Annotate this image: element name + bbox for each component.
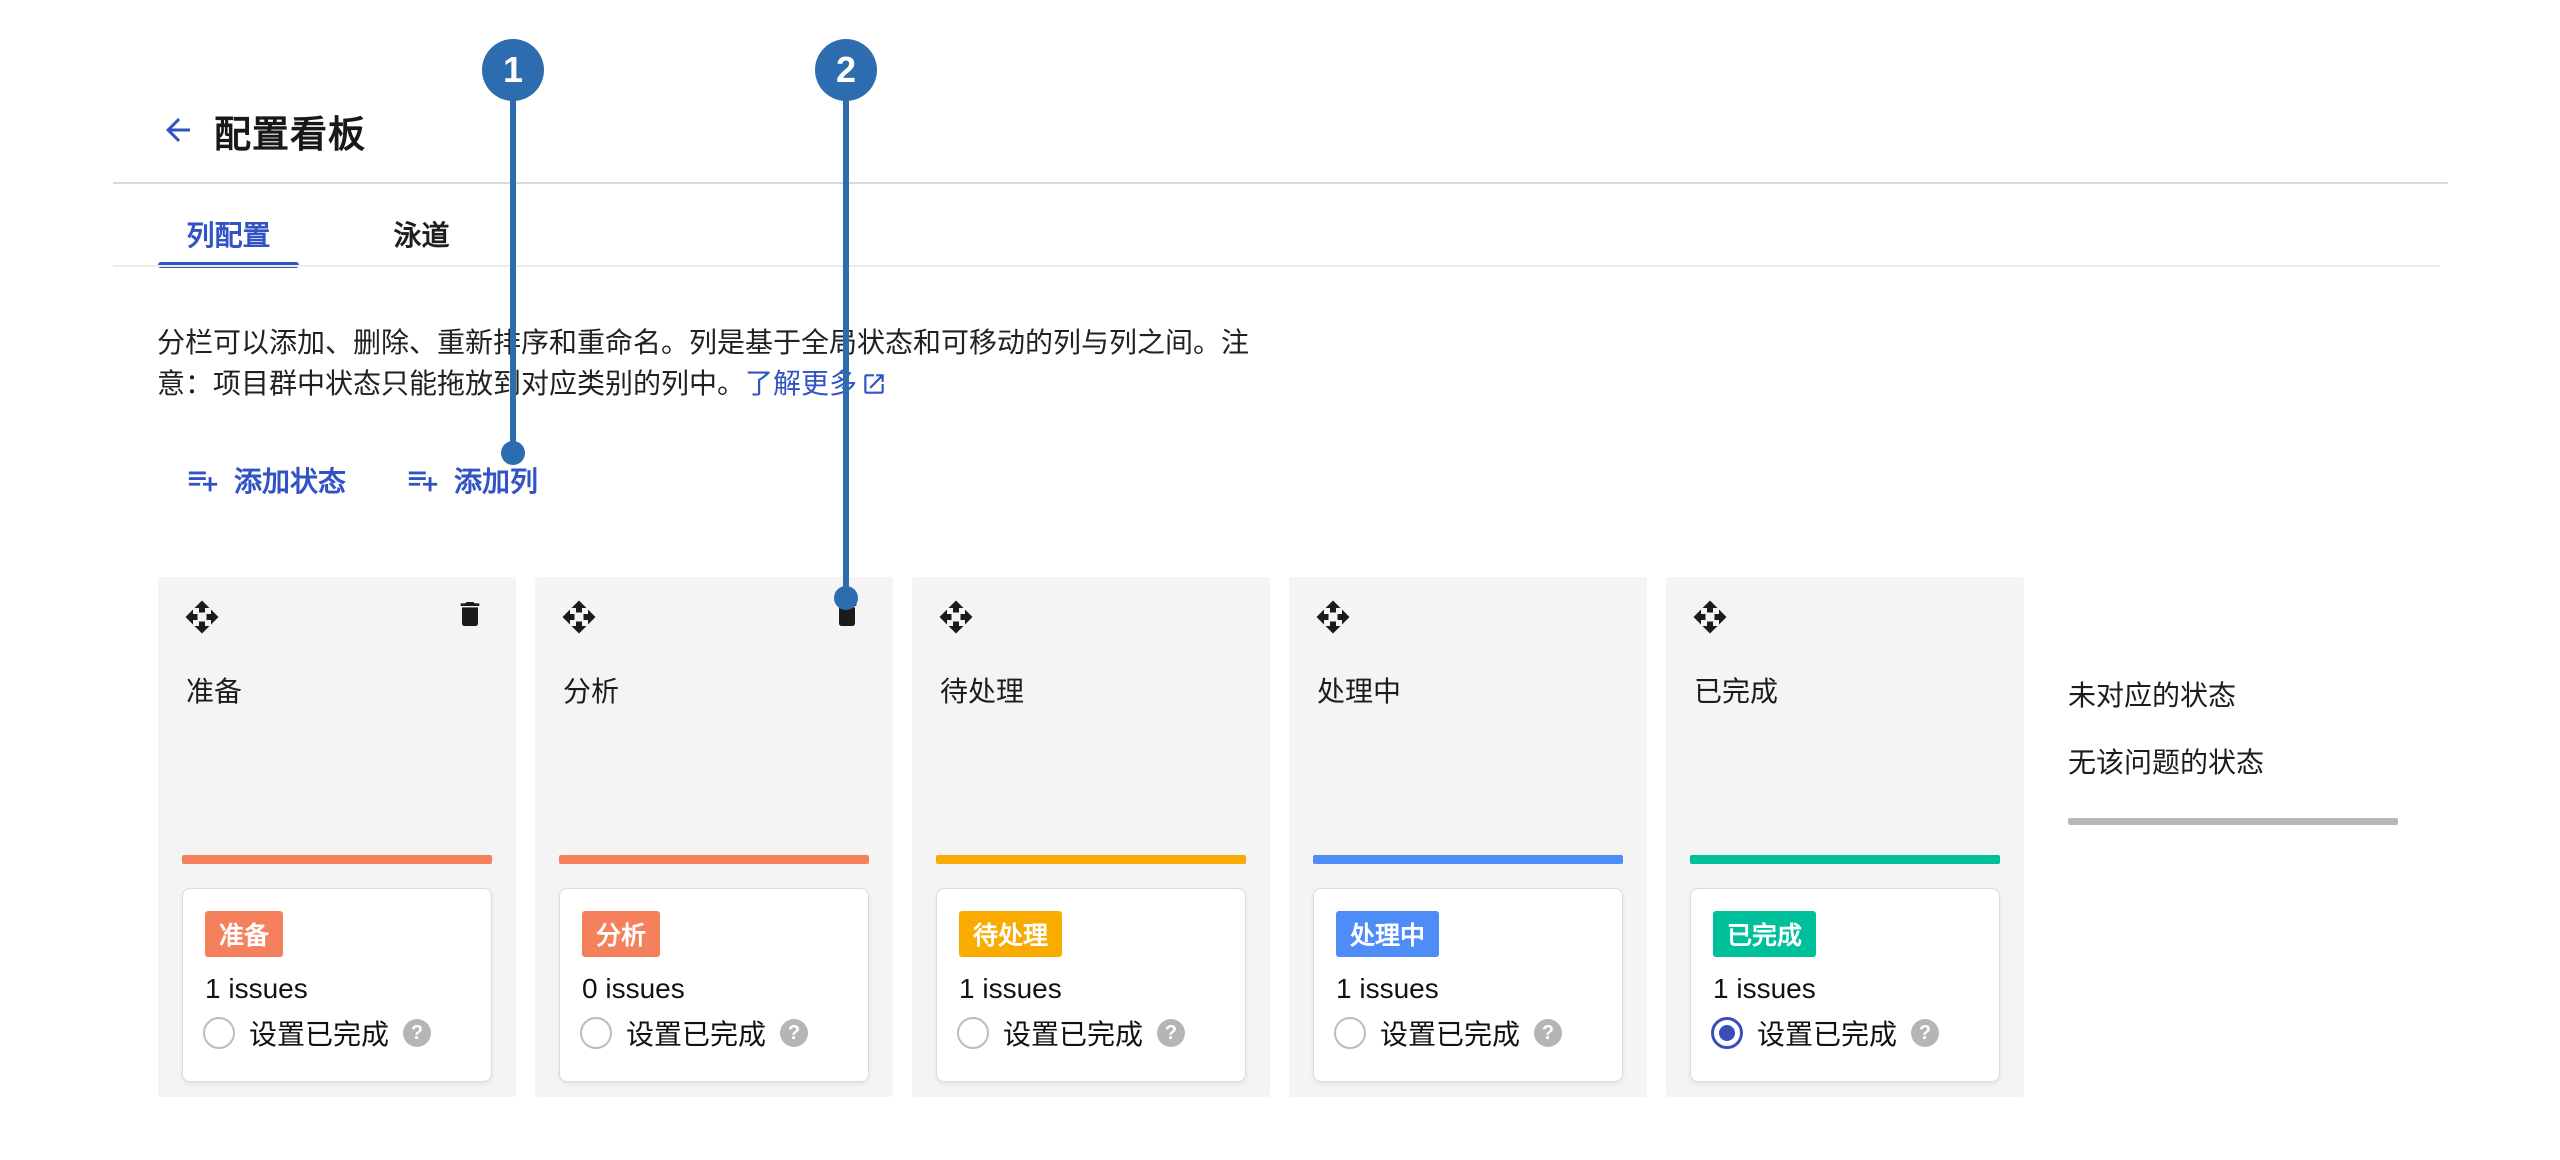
tab-column-config[interactable]: 列配置 — [158, 202, 299, 268]
column-color-bar — [1313, 855, 1623, 864]
set-done-label: 设置已完成 — [626, 1019, 767, 1050]
learn-more-label: 了解更多 — [745, 368, 858, 399]
help-icon[interactable]: ? — [403, 1019, 432, 1047]
callout-1-dot — [501, 441, 525, 465]
add-column-label: 添加列 — [454, 466, 539, 497]
set-done-radio[interactable] — [203, 1017, 235, 1049]
add-status-button[interactable]: 添加状态 — [186, 460, 346, 500]
board-actions: 添加状态 添加列 — [186, 460, 538, 500]
board-column-card-3: 待处理 待处理 1 issues 设置已完成 ? — [912, 577, 1270, 1097]
callout-1-marker: 1 — [482, 39, 544, 101]
board-column-card-2: 分析 分析 0 issues 设置已完成 ? — [535, 577, 893, 1097]
set-done-row: 设置已完成 ? — [1711, 1013, 1940, 1053]
help-icon[interactable]: ? — [1157, 1019, 1186, 1047]
tab-swimlane-label: 泳道 — [393, 220, 450, 251]
open-in-new-icon — [864, 373, 884, 394]
column-title: 待处理 — [940, 676, 1025, 707]
set-done-radio[interactable] — [957, 1017, 989, 1049]
learn-more-link[interactable]: 了解更多 — [745, 363, 887, 404]
callout-2-marker: 2 — [815, 39, 877, 101]
page-title: 配置看板 — [214, 114, 366, 155]
set-done-row: 设置已完成 ? — [957, 1013, 1186, 1053]
callout-2-dot — [834, 586, 858, 610]
move-column-icon[interactable] — [561, 599, 597, 635]
issues-count: 1 issues — [1336, 973, 1439, 1004]
set-done-radio[interactable] — [580, 1017, 612, 1049]
set-done-row: 设置已完成 ? — [203, 1013, 432, 1053]
column-color-bar — [1690, 855, 2000, 864]
playlist-add-icon — [188, 471, 218, 492]
status-chip: 处理中 — [1336, 911, 1440, 957]
header-divider — [113, 182, 2448, 184]
add-column-button[interactable]: 添加列 — [406, 460, 538, 500]
set-done-radio[interactable] — [1711, 1017, 1743, 1049]
playlist-add-icon — [408, 471, 438, 492]
issues-count: 1 issues — [959, 973, 1062, 1004]
move-column-icon[interactable] — [1315, 599, 1351, 635]
help-icon[interactable]: ? — [1911, 1019, 1940, 1047]
move-column-icon[interactable] — [184, 599, 220, 635]
issues-count: 0 issues — [582, 973, 685, 1004]
arrow-left-icon — [166, 118, 190, 142]
status-card: 分析 0 issues 设置已完成 ? — [559, 888, 869, 1082]
board-columns: 准备 准备 1 issues 设置已完成 ? 分析 分析 0 issues 设置… — [158, 577, 2024, 1097]
column-color-bar — [559, 855, 869, 864]
board-column-card-4: 处理中 处理中 1 issues 设置已完成 ? — [1289, 577, 1647, 1097]
status-chip: 已完成 — [1713, 911, 1817, 957]
description-text: 分栏可以添加、删除、重新排序和重命名。列是基于全局状态和可移动的列与列之间。注 … — [157, 322, 1257, 404]
status-card: 准备 1 issues 设置已完成 ? — [182, 888, 492, 1082]
callout-1-line — [510, 100, 516, 446]
board-column-card-5: 已完成 已完成 1 issues 设置已完成 ? — [1666, 577, 2024, 1097]
column-color-bar — [182, 855, 492, 864]
back-button[interactable] — [156, 108, 200, 152]
issues-count: 1 issues — [1713, 973, 1816, 1004]
set-done-row: 设置已完成 ? — [580, 1013, 809, 1053]
issues-count: 1 issues — [205, 973, 308, 1004]
callout-2-line — [843, 100, 849, 592]
description-line2: 意：项目群中状态只能拖放到对应类别的列中。 — [157, 368, 746, 399]
unmapped-statuses-bar — [2068, 818, 2398, 825]
delete-column-icon[interactable] — [454, 598, 486, 630]
help-icon[interactable]: ? — [1534, 1019, 1563, 1047]
status-chip: 待处理 — [959, 911, 1063, 957]
tabs-divider — [113, 265, 2440, 267]
column-title: 分析 — [563, 676, 620, 707]
move-column-icon[interactable] — [1692, 599, 1728, 635]
set-done-label: 设置已完成 — [1380, 1019, 1521, 1050]
status-card: 处理中 1 issues 设置已完成 ? — [1313, 888, 1623, 1082]
tab-column-config-label: 列配置 — [186, 220, 271, 251]
set-done-label: 设置已完成 — [1003, 1019, 1144, 1050]
set-done-label: 设置已完成 — [1757, 1019, 1898, 1050]
unmapped-statuses-title: 未对应的状态 — [2068, 680, 2237, 711]
column-title: 准备 — [186, 676, 243, 707]
description-line1: 分栏可以添加、删除、重新排序和重命名。列是基于全局状态和可移动的列与列之间。注 — [157, 327, 1250, 358]
add-status-label: 添加状态 — [234, 466, 347, 497]
set-done-label: 设置已完成 — [249, 1019, 390, 1050]
move-column-icon[interactable] — [938, 599, 974, 635]
set-done-radio[interactable] — [1334, 1017, 1366, 1049]
unmapped-statuses-subtitle: 无该问题的状态 — [2068, 747, 2265, 778]
status-chip: 分析 — [582, 911, 661, 957]
status-card: 已完成 1 issues 设置已完成 ? — [1690, 888, 2000, 1082]
column-title: 已完成 — [1694, 676, 1779, 707]
column-color-bar — [936, 855, 1246, 864]
tab-swimlane[interactable]: 泳道 — [366, 202, 477, 266]
board-column-card-1: 准备 准备 1 issues 设置已完成 ? — [158, 577, 516, 1097]
column-title: 处理中 — [1317, 676, 1402, 707]
status-card: 待处理 1 issues 设置已完成 ? — [936, 888, 1246, 1082]
help-icon[interactable]: ? — [780, 1019, 809, 1047]
status-chip: 准备 — [205, 911, 284, 957]
set-done-row: 设置已完成 ? — [1334, 1013, 1563, 1053]
